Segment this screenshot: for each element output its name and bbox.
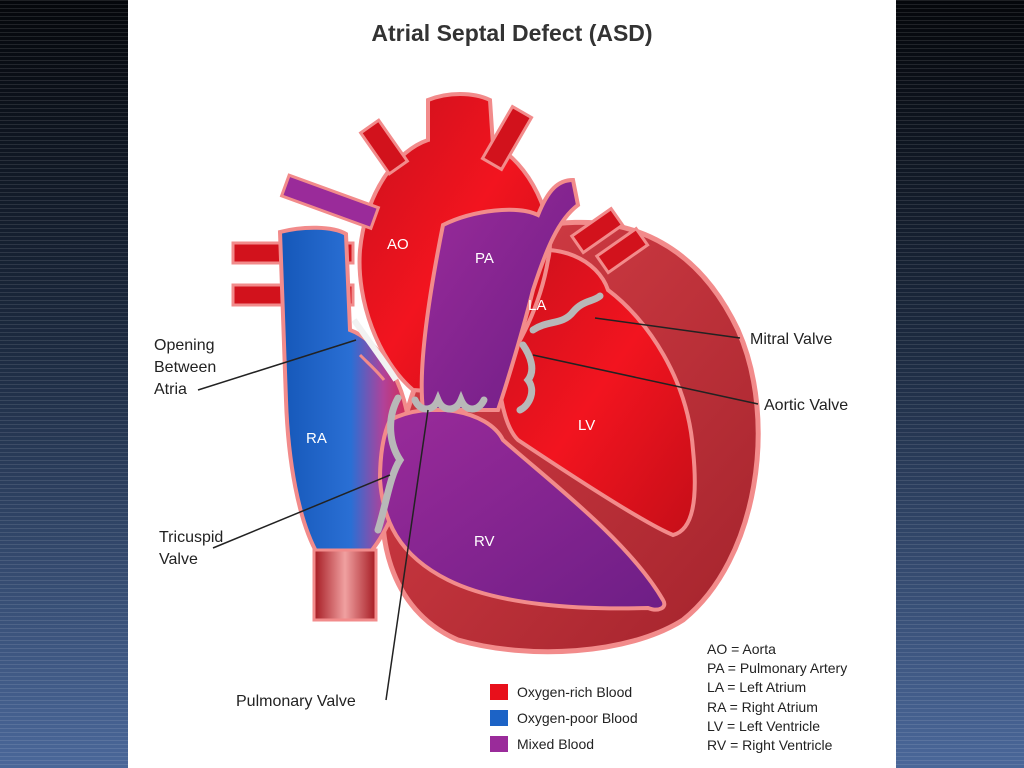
callout-opening-line3: Atria [154, 381, 187, 398]
callout-opening-line2: Between [154, 359, 217, 376]
aortic-valve-shape [516, 341, 536, 414]
legend-swatch-oxygen-poor [490, 710, 508, 726]
abbrev-ao: AO = Aorta [707, 641, 776, 657]
abbrev-pa: PA = Pulmonary Artery [707, 660, 848, 677]
inferior-vena-cava [312, 548, 378, 622]
pulmonary-valve-shape [411, 390, 488, 413]
pulmonary-artery [419, 177, 581, 412]
label-rv: RV [474, 533, 495, 550]
pulmonary-valve-leader-line [385, 409, 429, 701]
abbrev-lv: LV = Left Ventricle [707, 717, 820, 734]
legend-item-oxygen-rich: Oxygen-rich Blood [490, 682, 690, 708]
abbrev-rv: RV = Right Ventricle [707, 737, 833, 754]
abbrev-la: LA = Left Atrium [707, 679, 807, 696]
pulmonary-artery-branch [279, 173, 381, 231]
slide-panel: Atrial Septal Defect (ASD) [128, 0, 896, 768]
legend-label-mixed: Mixed Blood [517, 736, 595, 752]
diagram-title: Atrial Septal Defect (ASD) [371, 20, 653, 46]
callout-opening-line1: Opening [154, 337, 215, 354]
tricuspid-valve [374, 394, 405, 534]
label-la: LA [528, 297, 547, 314]
legend-label-oxygen-rich: Oxygen-rich Blood [517, 684, 633, 700]
opening-leader-line [197, 339, 357, 391]
callout-tricuspid-line2: Valve [159, 551, 198, 568]
heart-diagram [197, 92, 761, 701]
label-ra: RA [306, 430, 327, 447]
legend-label-oxygen-poor: Oxygen-poor Blood [517, 710, 638, 726]
callout-mitral-valve: Mitral Valve [750, 331, 833, 348]
left-background-strip [0, 0, 128, 768]
pulmonary-veins-right [569, 206, 650, 275]
mitral-valve-shape [529, 292, 604, 334]
legend-swatch-oxygen-rich [490, 684, 508, 700]
label-pa: PA [475, 250, 494, 267]
callout-aortic-valve: Aortic Valve [764, 397, 849, 414]
septal-opening [351, 318, 399, 382]
callout-tricuspid-line1: Tricuspid [159, 529, 224, 546]
label-ao: AO [387, 236, 409, 253]
callout-pulmonary-valve: Pulmonary Valve [236, 693, 356, 710]
aortic-valve-leader-line [532, 354, 759, 405]
abbrev-ra: RA = Right Atrium [707, 698, 818, 715]
callout-tricuspid-valve: Tricuspid Valve [159, 527, 223, 571]
legend-item-mixed: Mixed Blood [490, 734, 690, 760]
mitral-valve-leader-line [594, 317, 741, 339]
legend-swatch-mixed [490, 736, 508, 752]
label-lv: LV [578, 417, 596, 434]
blood-legend: Oxygen-rich Blood Oxygen-poor Blood Mixe… [490, 682, 690, 760]
right-background-strip [896, 0, 1024, 768]
abbreviation-key: AO = Aorta PA = Pulmonary Artery LA = Le… [707, 640, 897, 755]
callout-opening-between-atria: Opening Between Atria [154, 335, 216, 401]
aortic-branches [358, 104, 534, 176]
tricuspid-leader-line [212, 474, 391, 549]
legend-item-oxygen-poor: Oxygen-poor Blood [490, 708, 690, 734]
